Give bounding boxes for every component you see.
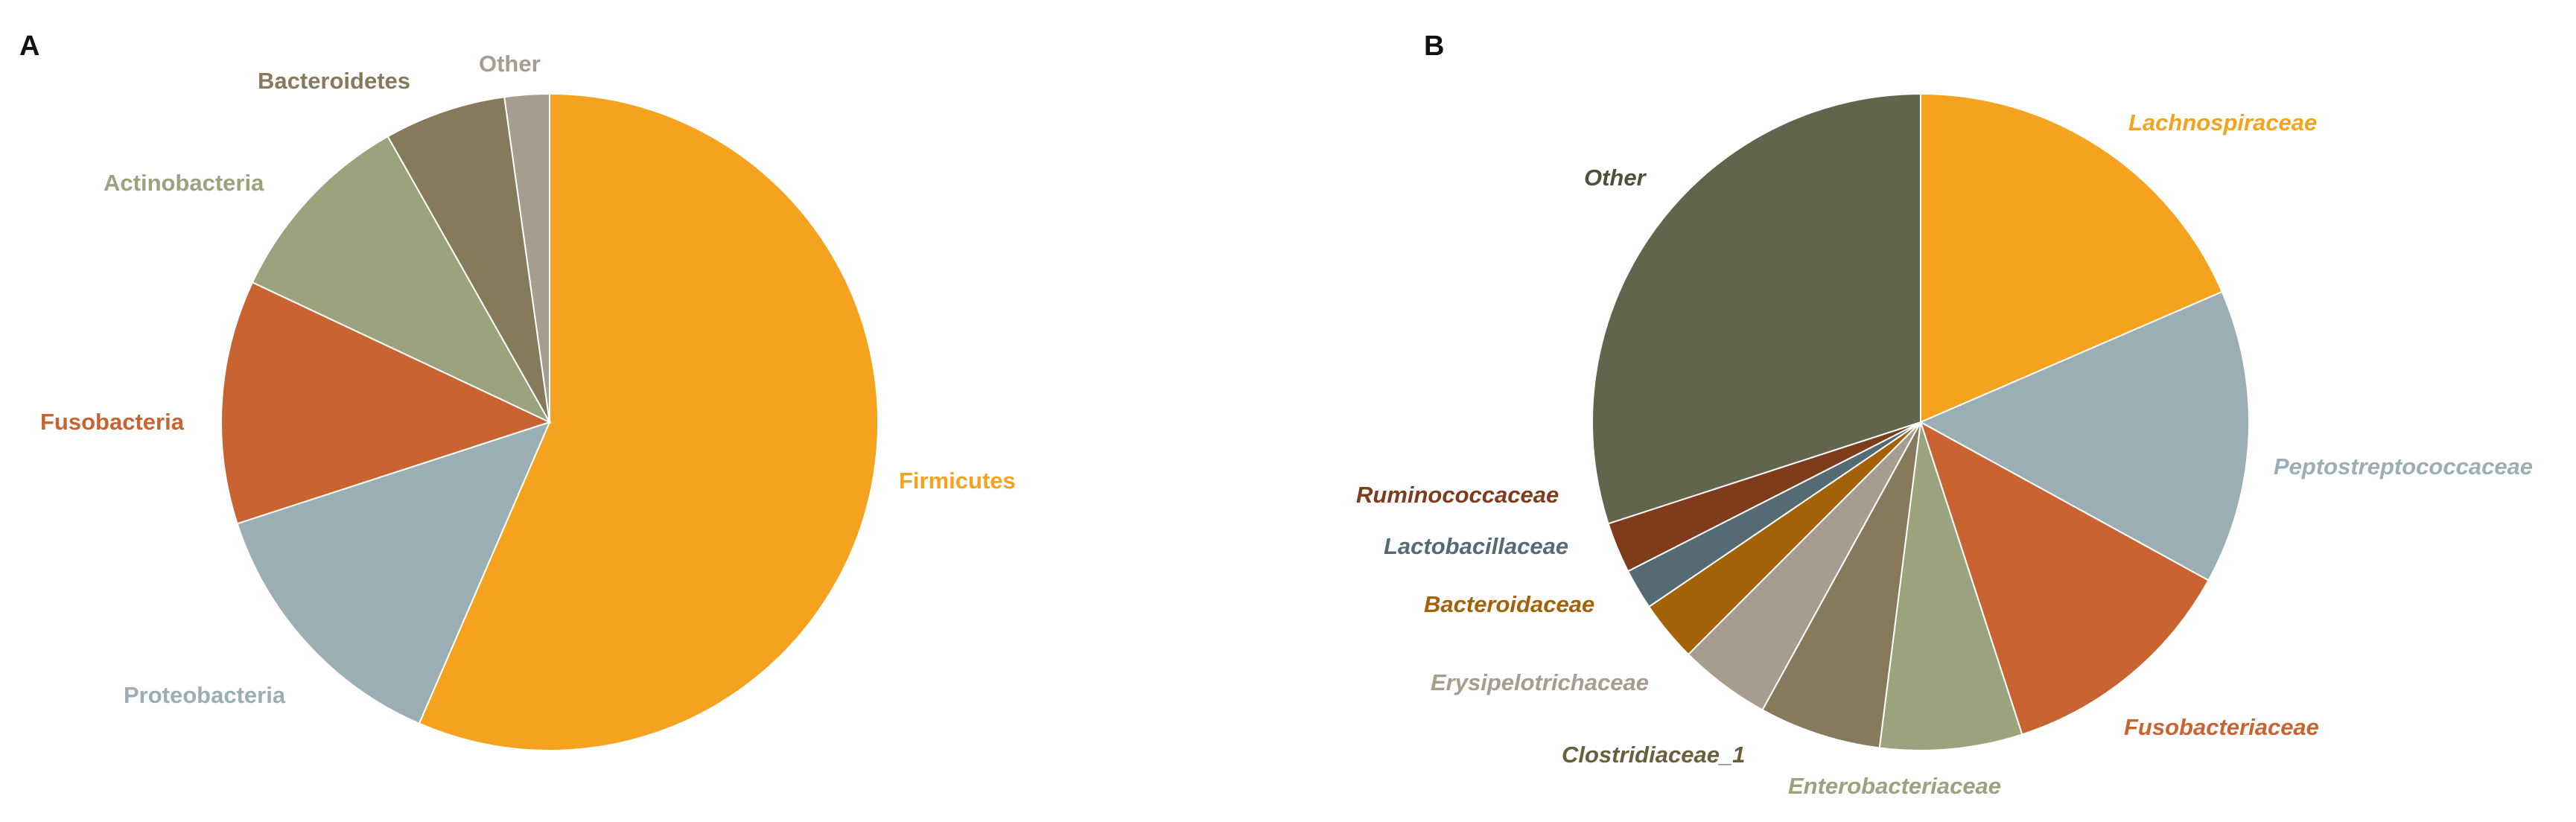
pie-b-slice-lachnospiraceae <box>1920 92 2224 424</box>
pie-a-label-bacteroidetes: Bacteroidetes <box>258 68 410 94</box>
pie-b-label-erysipelotrichaceae: Erysipelotrichaceae <box>1431 669 1649 695</box>
pie-a-slice-proteobacteria <box>236 421 551 725</box>
pie-a-label-proteobacteria: Proteobacteria <box>124 682 286 708</box>
pie-b-slice-enterobacteriaceae <box>1878 421 2023 751</box>
pie-b-label-ruminococcaceae: Ruminococcaceae <box>1356 482 1559 508</box>
pie-a-label-fusobacteria: Fusobacteria <box>40 409 185 435</box>
pie-b-label-enterobacteriaceae: Enterobacteriaceae <box>1788 773 2001 799</box>
pie-a-label-firmicutes: Firmicutes <box>899 468 1016 494</box>
panel-a-letter: A <box>19 31 39 62</box>
pie-b-label-fusobacteriaceae: Fusobacteriaceae <box>2124 714 2319 740</box>
pie-a-slice-bacteroidetes <box>387 96 550 423</box>
pie-b-slices <box>1591 92 2250 751</box>
pie-b-slice-fusobacteriaceae <box>1919 420 2210 736</box>
pie-b-label-lactobacillaceae: Lactobacillaceae <box>1384 533 1568 559</box>
pie-a-label-actinobacteria: Actinobacteria <box>104 170 264 196</box>
pie-b-label-lachnospiraceae: Lachnospiraceae <box>2128 109 2317 136</box>
pie-a-slices <box>220 92 879 751</box>
pie-b-label-other: Other <box>1584 165 1647 191</box>
pie-b-slice-other <box>1591 92 1921 525</box>
pie-a-slice-other <box>503 92 550 423</box>
pie-b-label-peptostreptococcaceae: Peptostreptococcaceae <box>2274 453 2533 480</box>
pie-a-slice-firmicutes <box>418 92 879 751</box>
pie-a-slice-actinobacteria <box>251 135 552 424</box>
panel-a: A Firmicutes Proteobacteria Fusobacteria… <box>19 31 1016 751</box>
pie-b-label-bacteroidaceae: Bacteroidaceae <box>1424 591 1594 617</box>
pie-b-slice-clostridiaceae-1 <box>1761 421 1921 749</box>
pie-a-label-other: Other <box>479 51 541 77</box>
pie-a-slice-fusobacteria <box>220 281 552 525</box>
pie-b-label-clostridiaceae: Clostridiaceae_1 <box>1562 742 1745 768</box>
panel-b-letter: B <box>1424 31 1444 62</box>
panel-b: B Lachnospiraceae Peptostreptococcaceae … <box>1356 31 2533 799</box>
pie-b-slice-peptostreptococcaceae <box>1918 290 2250 582</box>
